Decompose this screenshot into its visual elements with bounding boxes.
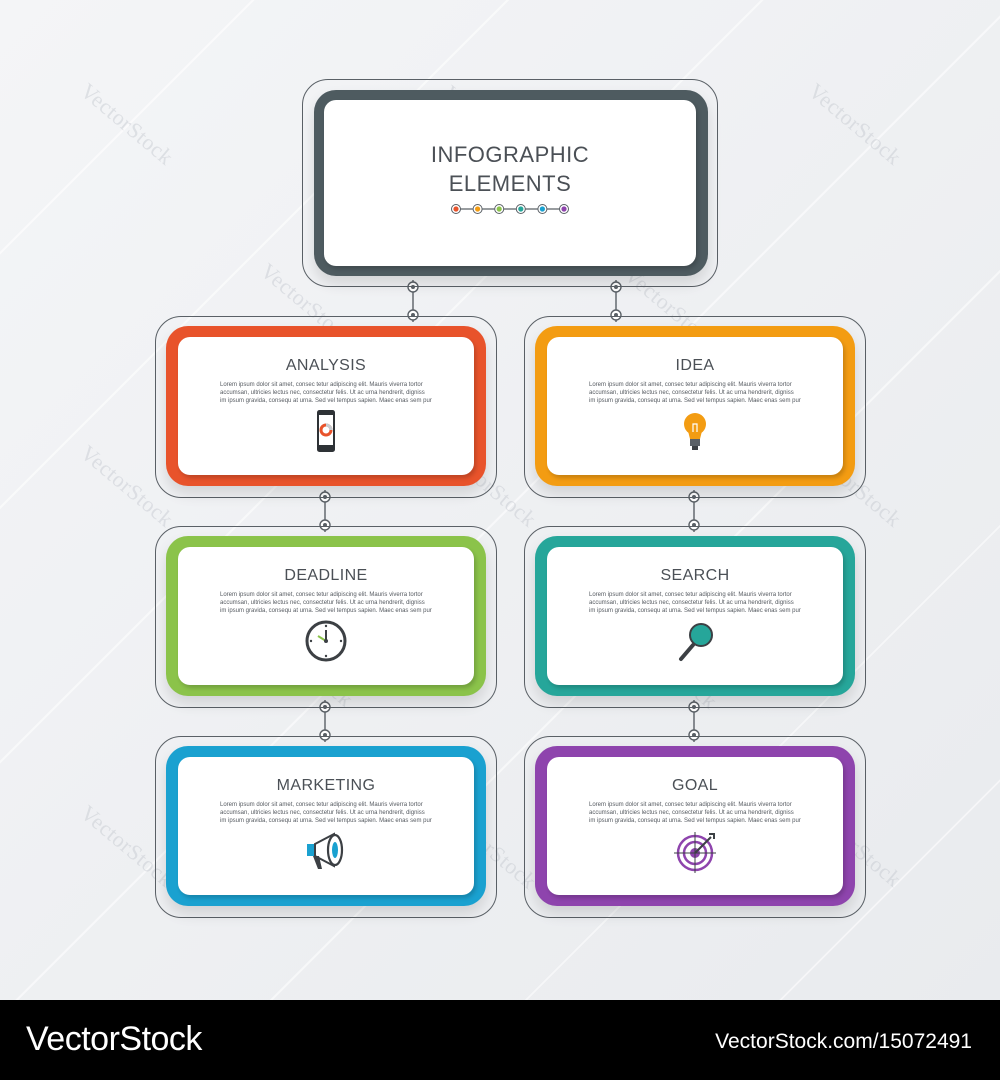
timeline-dot bbox=[496, 206, 502, 212]
target-icon bbox=[674, 832, 716, 873]
deadline-text: Lorem ipsum dolor sit amet, consec tetur… bbox=[220, 592, 432, 614]
analysis-card: ANALYSIS Lorem ipsum dolor sit amet, con… bbox=[178, 337, 474, 475]
idea-text: Lorem ipsum dolor sit amet, consec tetur… bbox=[589, 382, 801, 404]
color-dots-timeline bbox=[451, 204, 569, 214]
footer-bar: VectorStock VectorStock.com/15072491 bbox=[0, 1000, 1000, 1080]
smartphone-icon bbox=[317, 410, 335, 452]
footer-brand: VectorStock bbox=[26, 1020, 202, 1058]
analysis-text: Lorem ipsum dolor sit amet, consec tetur… bbox=[220, 382, 432, 404]
title-line-1: INFOGRAPHIC bbox=[430, 142, 590, 167]
search-outline bbox=[524, 526, 866, 708]
marketing-title: MARKETING bbox=[276, 777, 376, 794]
search-card: SEARCH Lorem ipsum dolor sit amet, conse… bbox=[547, 547, 843, 685]
megaphone-icon bbox=[307, 832, 344, 869]
magnifier-icon bbox=[679, 623, 713, 661]
goal-outline bbox=[524, 736, 866, 918]
timeline-dot bbox=[561, 206, 567, 212]
search-title: SEARCH bbox=[660, 567, 730, 584]
header-title: INFOGRAPHIC ELEMENTS bbox=[324, 140, 696, 198]
clock-icon bbox=[305, 620, 347, 662]
search-text: Lorem ipsum dolor sit amet, consec tetur… bbox=[589, 592, 801, 614]
idea-card: IDEA Lorem ipsum dolor sit amet, consec … bbox=[547, 337, 843, 475]
footer-url: VectorStock.com/15072491 bbox=[715, 1030, 972, 1053]
title-line-2: ELEMENTS bbox=[448, 171, 572, 196]
deadline-title: DEADLINE bbox=[284, 567, 368, 584]
timeline-dot bbox=[518, 206, 524, 212]
infographic-canvas: VectorStock VectorStock VectorStock Vect… bbox=[0, 0, 1000, 1000]
idea-outline bbox=[524, 316, 866, 498]
marketing-text: Lorem ipsum dolor sit amet, consec tetur… bbox=[220, 802, 432, 824]
timeline-dot bbox=[539, 206, 545, 212]
analysis-outline bbox=[155, 316, 497, 498]
connector-lines bbox=[319, 280, 700, 742]
goal-text: Lorem ipsum dolor sit amet, consec tetur… bbox=[589, 802, 801, 824]
deadline-outline bbox=[155, 526, 497, 708]
timeline-dot bbox=[475, 206, 481, 212]
analysis-title: ANALYSIS bbox=[285, 357, 367, 374]
marketing-card: MARKETING Lorem ipsum dolor sit amet, co… bbox=[178, 757, 474, 895]
light-bulb-icon bbox=[684, 413, 706, 450]
goal-title: GOAL bbox=[671, 777, 719, 794]
header-card: INFOGRAPHIC ELEMENTS bbox=[324, 100, 696, 266]
deadline-card: DEADLINE Lorem ipsum dolor sit amet, con… bbox=[178, 547, 474, 685]
goal-card: GOAL Lorem ipsum dolor sit amet, consec … bbox=[547, 757, 843, 895]
marketing-outline bbox=[155, 736, 497, 918]
idea-title: IDEA bbox=[675, 357, 715, 374]
header-outline bbox=[302, 79, 718, 287]
timeline-dot bbox=[453, 206, 459, 212]
